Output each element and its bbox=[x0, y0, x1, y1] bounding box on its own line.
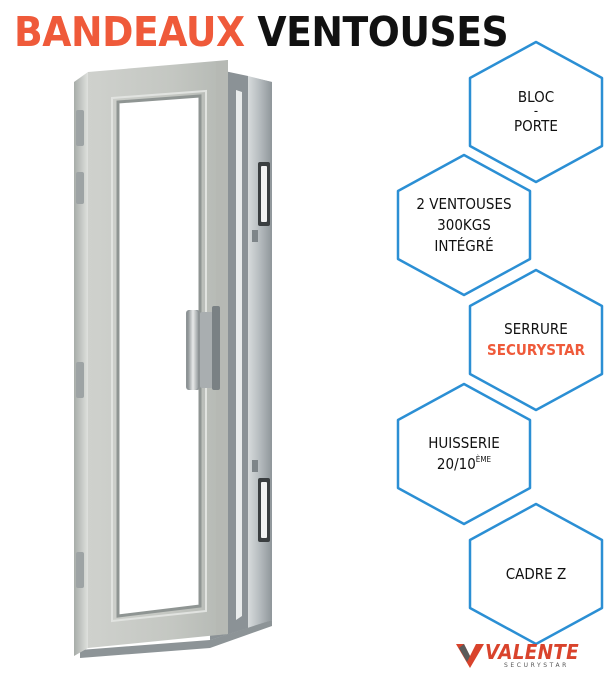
hexagon-outline bbox=[396, 382, 532, 526]
logo-subtitle: SECURYSTAR bbox=[504, 662, 569, 669]
feature-hex-ventouses: 2 VENTOUSES 300KGS INTÉGRÉ bbox=[396, 153, 532, 297]
valente-v-icon bbox=[456, 644, 484, 668]
feature-line-1: HUISSERIE bbox=[428, 434, 500, 452]
feature-text: HUISSERIE 20/10ÈME bbox=[403, 382, 525, 526]
page-title: BANDEAUX VENTOUSES bbox=[14, 6, 509, 58]
feature-line-2: PORTE bbox=[514, 117, 558, 135]
feature-text: SERRURE SECURYSTAR bbox=[475, 268, 597, 412]
hexagon-outline bbox=[468, 268, 604, 412]
feature-line-2: 300KGS bbox=[437, 215, 491, 234]
feature-line-1: 2 VENTOUSES bbox=[416, 194, 512, 213]
hexagon-outline bbox=[396, 153, 532, 297]
feature-text: 2 VENTOUSES 300KGS INTÉGRÉ bbox=[403, 153, 525, 297]
door-illustration bbox=[74, 60, 272, 658]
feature-text: BLOC - PORTE bbox=[475, 40, 597, 184]
feature-line-3: INTÉGRÉ bbox=[434, 236, 494, 255]
title-part-2: VENTOUSES bbox=[257, 8, 509, 56]
feature-hex-huisserie: HUISSERIE 20/10ÈME bbox=[396, 382, 532, 526]
feature-line-1: CADRE Z bbox=[505, 564, 567, 583]
separator-dash: - bbox=[533, 104, 539, 119]
hexagon-outline bbox=[468, 40, 604, 184]
logo-name: VALENTE bbox=[485, 640, 579, 664]
feature-line-2: 20/10ÈME bbox=[437, 454, 491, 475]
feature-line-2-main: 20/10 bbox=[436, 455, 476, 473]
feature-line-2-sup: ÈME bbox=[475, 455, 492, 464]
hexagon-outline bbox=[468, 502, 604, 646]
title-part-1: BANDEAUX bbox=[14, 8, 245, 56]
feature-hex-cadre-z: CADRE Z bbox=[468, 502, 604, 646]
feature-line-1: SERRURE bbox=[504, 320, 568, 338]
feature-hex-bloc-porte: BLOC - PORTE bbox=[468, 40, 604, 184]
brand-logo: VALENTE SECURYSTAR bbox=[452, 640, 602, 672]
securystar-label: SECURYSTAR bbox=[487, 341, 585, 359]
feature-hex-serrure: SERRURE SECURYSTAR bbox=[468, 268, 604, 412]
feature-line-1: BLOC bbox=[517, 88, 555, 106]
feature-text: CADRE Z bbox=[475, 502, 597, 646]
door-image bbox=[60, 60, 290, 660]
